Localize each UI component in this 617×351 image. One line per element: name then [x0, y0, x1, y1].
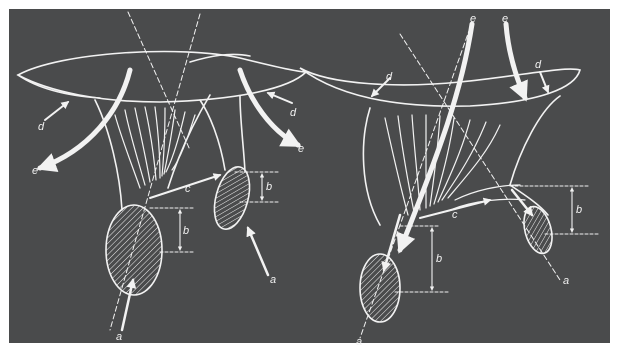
- left-arrows-e: [40, 70, 298, 168]
- right-label-a-right: a: [563, 275, 569, 287]
- right-label-b-lower: b: [436, 253, 442, 265]
- right-upper-oval: [519, 203, 557, 256]
- right-label-c: c: [452, 209, 458, 221]
- right-fan-rays: [385, 115, 525, 215]
- left-label-a-right: a: [270, 274, 276, 286]
- right-label-e-right: e: [502, 13, 508, 25]
- left-label-c: c: [185, 183, 191, 195]
- left-lower-oval: [106, 205, 162, 295]
- right-arrows-e: [400, 24, 525, 250]
- left-label-e-left: e: [32, 165, 38, 177]
- left-label-b-lower: b: [183, 225, 189, 237]
- left-label-b-upper: b: [266, 181, 272, 193]
- right-label-a-lower: a: [356, 336, 362, 348]
- left-upper-oval: [208, 163, 255, 233]
- right-label-e-left: e: [470, 13, 476, 25]
- right-label-d-left: d: [386, 71, 393, 83]
- left-funnel: [18, 52, 306, 210]
- right-label-b-upper: b: [576, 204, 582, 216]
- left-label-e-right: e: [298, 143, 304, 155]
- left-label-d-left: d: [38, 121, 45, 133]
- right-diagram: a a b b c d d e e: [300, 13, 600, 348]
- left-diagram: a a b b c d d e e: [18, 12, 306, 343]
- left-labels: a a b b c d d e e: [32, 107, 304, 343]
- right-label-d-right: d: [535, 59, 542, 71]
- left-label-a-lower: a: [116, 331, 122, 343]
- right-lower-oval: [360, 254, 400, 322]
- left-label-d-right: d: [290, 107, 297, 119]
